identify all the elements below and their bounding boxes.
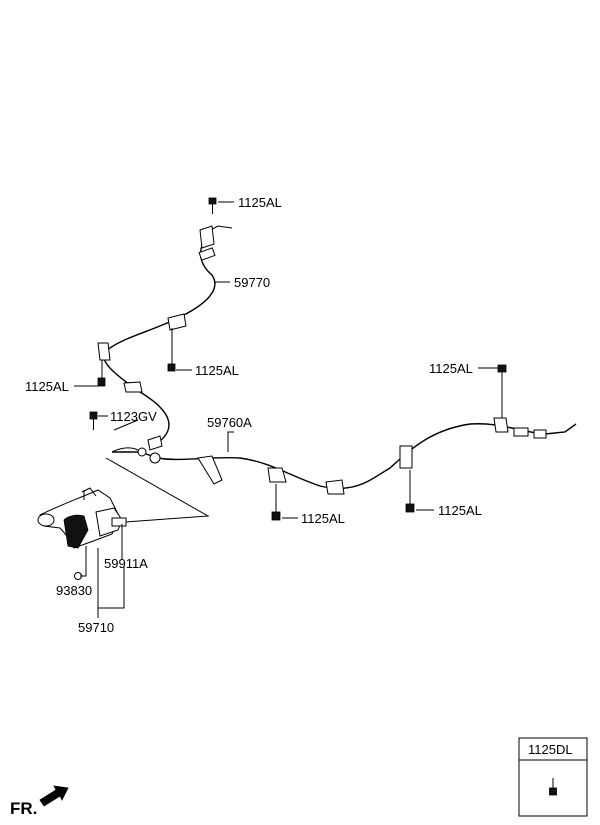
bolt-far-right xyxy=(478,364,507,418)
label-cable-rear: 59760A xyxy=(207,415,252,430)
label-switch: 59911A xyxy=(104,556,148,571)
guide-lines xyxy=(105,457,210,523)
bolt-rear-right xyxy=(405,470,434,513)
label-bolt-lever: 1123GV xyxy=(110,409,157,424)
bolt-mid-right xyxy=(167,328,192,372)
bolt-top xyxy=(208,197,234,214)
bolt-rear-mid xyxy=(271,484,298,521)
leader-lines xyxy=(80,281,234,618)
arrow-icon xyxy=(39,785,69,807)
front-direction-indicator: FR. xyxy=(10,785,69,818)
label-bolt-mid-right: 1125AL xyxy=(195,363,239,378)
label-bolt-far-right: 1125AL xyxy=(429,361,473,376)
parking-lever-assembly xyxy=(37,487,127,580)
legend-bolt-icon xyxy=(549,778,557,796)
bolt-mid-left xyxy=(74,360,106,387)
label-bolt-top: 1125AL xyxy=(238,195,282,210)
label-bolt-mid-left: 1125AL xyxy=(25,379,69,394)
label-bolt-rear-mid: 1125AL xyxy=(301,511,345,526)
legend-title: 1125DL xyxy=(528,742,573,757)
rear-cable-59760a xyxy=(111,417,577,495)
front-cable-59770 xyxy=(97,225,233,451)
legend-box: 1125DL xyxy=(518,737,588,817)
direction-label: FR. xyxy=(10,799,37,818)
label-bolt-rear-right: 1125AL xyxy=(438,503,482,518)
label-cable-front: 59770 xyxy=(234,275,270,290)
label-grommet: 93830 xyxy=(56,583,92,598)
label-lever-assy: 59710 xyxy=(78,620,114,635)
bolt-lever xyxy=(83,411,108,500)
